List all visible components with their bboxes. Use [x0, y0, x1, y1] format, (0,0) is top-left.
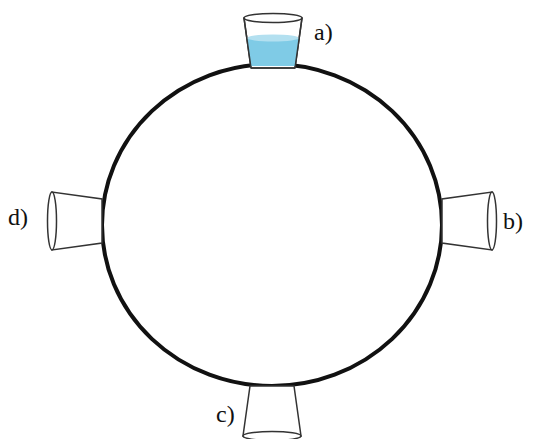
cup-label: a) — [314, 20, 333, 44]
cup — [442, 192, 497, 250]
cup-with-water — [244, 14, 302, 69]
cup-label: d) — [8, 205, 28, 229]
cup-label: b) — [503, 209, 523, 233]
cup — [48, 192, 103, 250]
cup — [243, 386, 301, 439]
loop-circle — [102, 64, 442, 386]
cup-label: c) — [216, 402, 235, 426]
